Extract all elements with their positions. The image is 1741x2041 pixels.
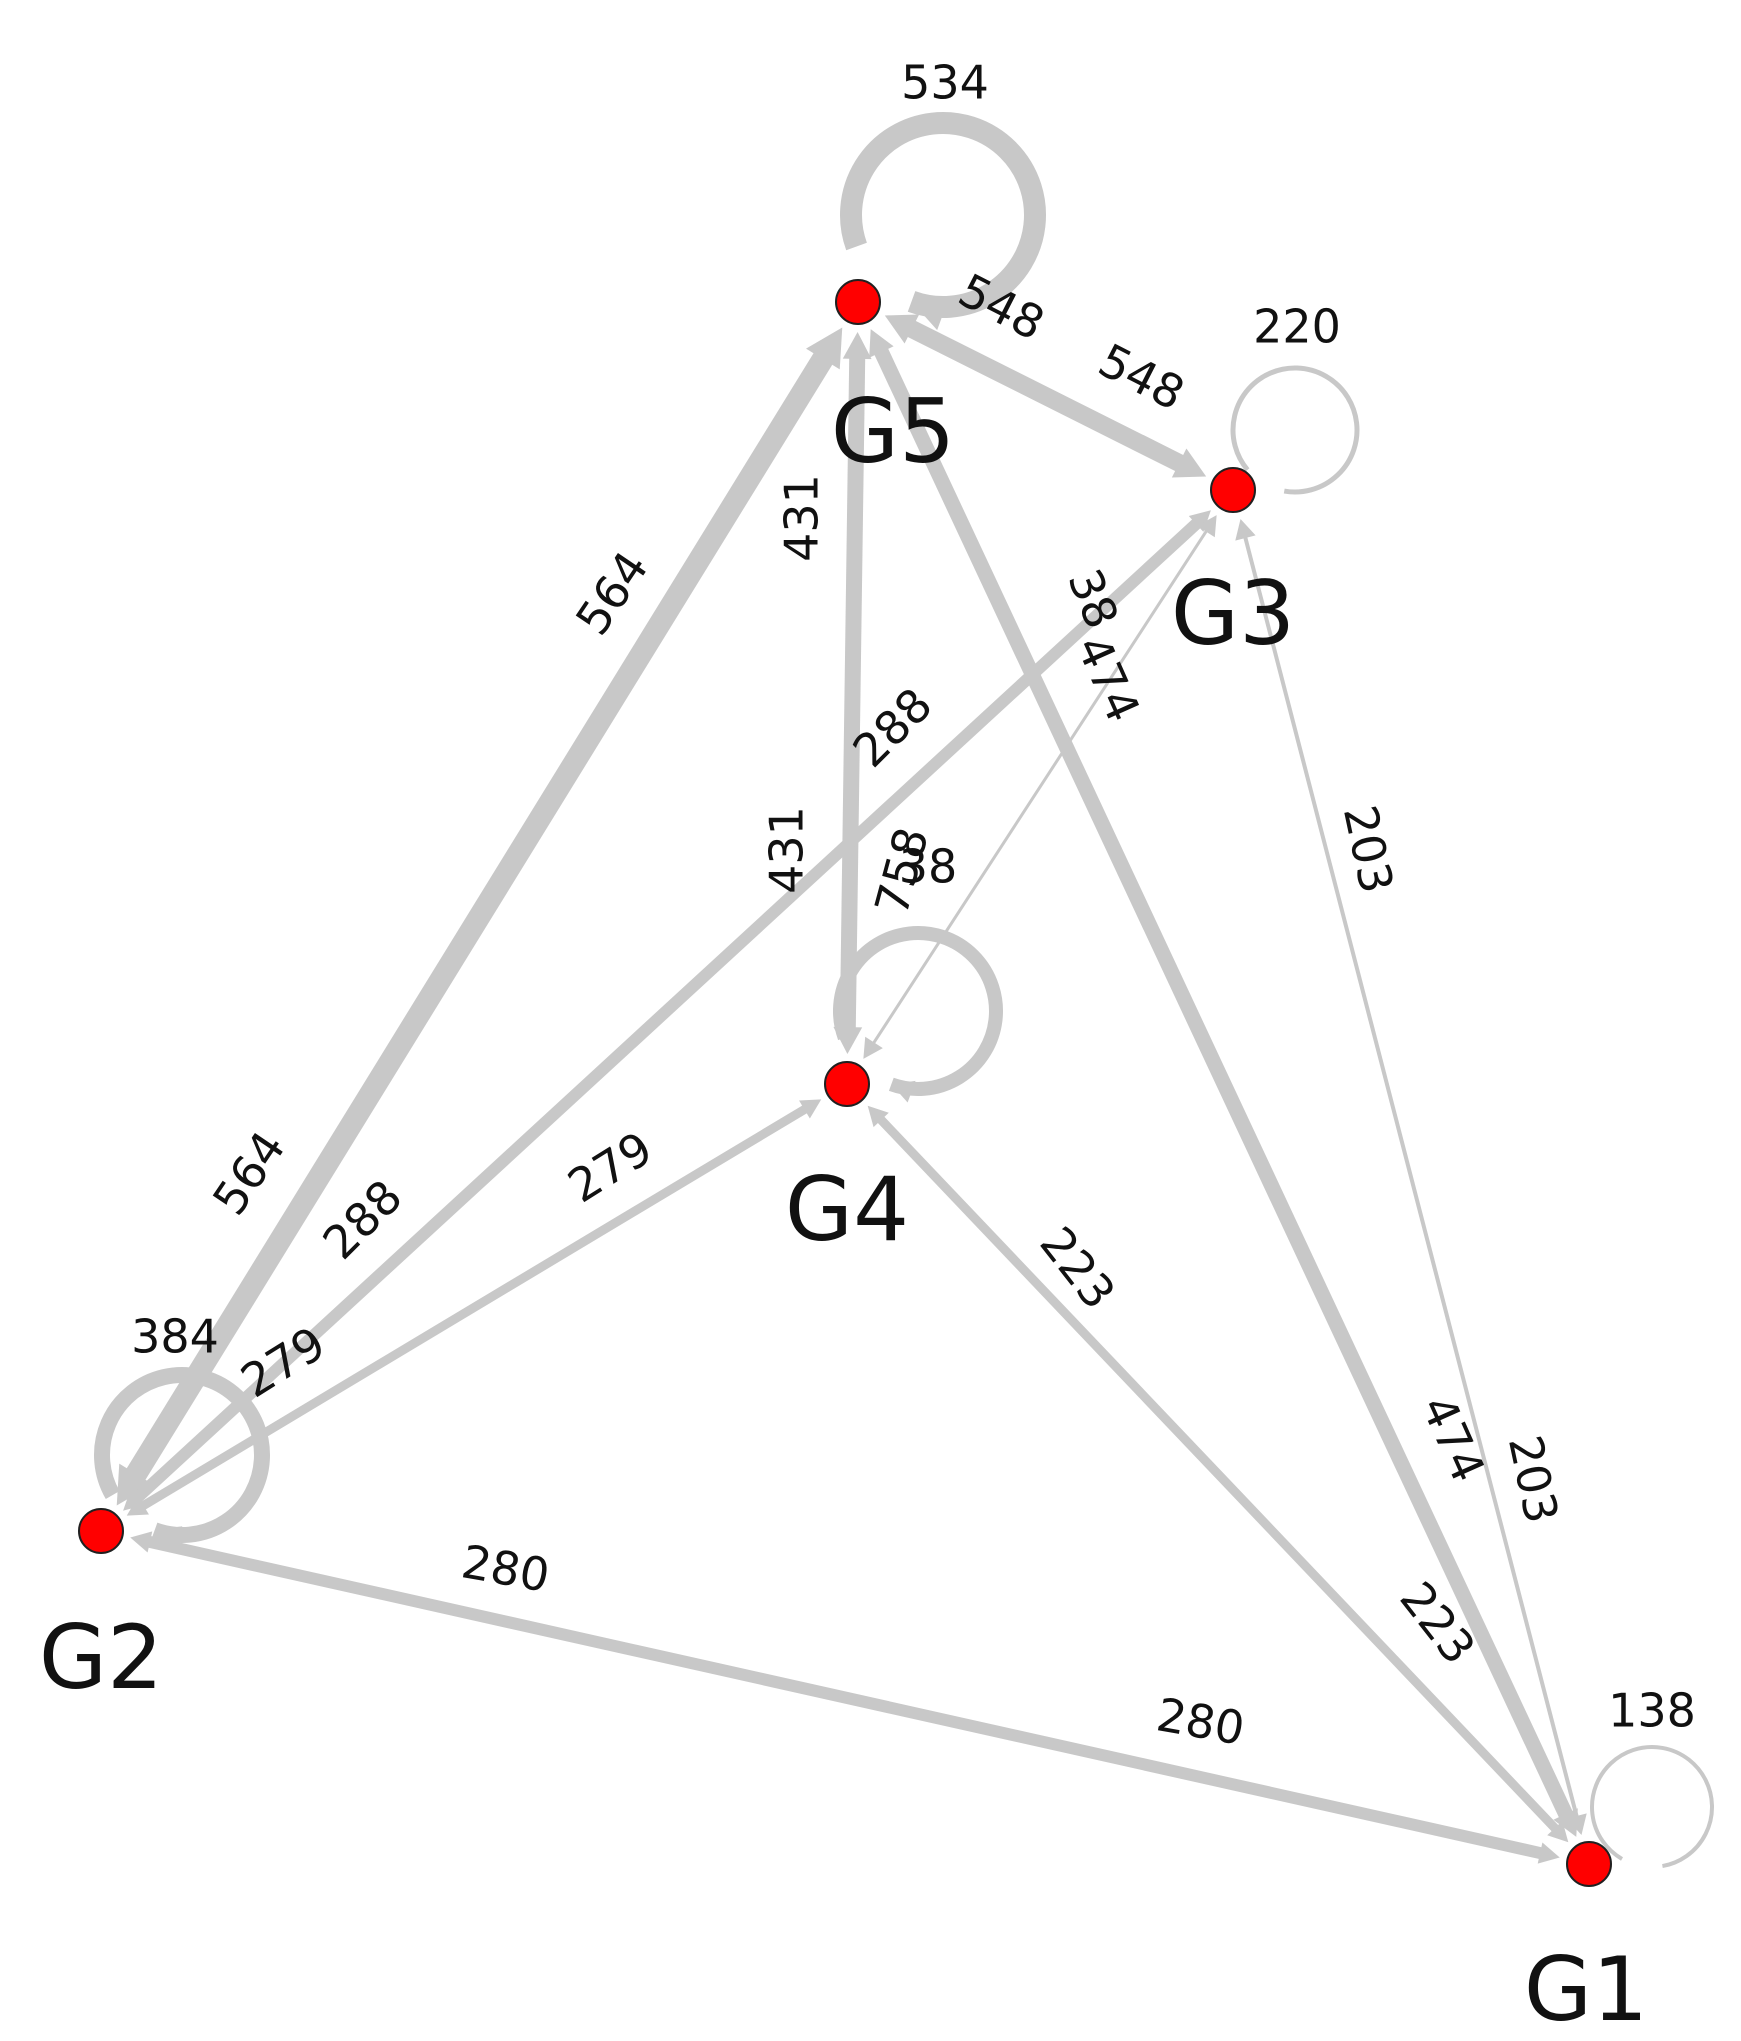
node-g4 — [824, 1061, 870, 1107]
self-loop-label-g5: 534 — [901, 56, 989, 110]
edge-g5-g4 — [839, 351, 866, 1035]
edge-label-g3-g1-1: 203 — [1333, 801, 1404, 898]
edge-label-g5-g3-2: 548 — [1090, 333, 1193, 421]
self-loop-g4 — [833, 926, 1003, 1096]
edge-g3-g1 — [1242, 532, 1580, 1822]
edge-label-g1-g4-2: 223 — [1389, 1572, 1486, 1674]
arrowhead-g4-g5 — [842, 331, 872, 360]
arrowhead-g2-g3 — [1188, 510, 1211, 532]
edge-label-g5-g1-2: 474 — [1411, 1387, 1496, 1489]
self-loops-layer — [94, 112, 1715, 1869]
node-g2 — [78, 1508, 124, 1554]
node-label-g1: G1 — [1524, 1938, 1648, 2041]
edge-label-g5-g3-1: 548 — [950, 263, 1053, 351]
edge-label-g5-g4-2: 431 — [760, 806, 814, 894]
node-label-g2: G2 — [39, 1606, 163, 1709]
self-loop-g2 — [94, 1367, 270, 1543]
edge-g5-g3 — [900, 317, 1191, 475]
self-loop-g1 — [1590, 1745, 1715, 1869]
arrowhead-g1-g4 — [867, 1105, 889, 1128]
edge-g2-g3 — [129, 515, 1205, 1506]
node-g1 — [1566, 1841, 1612, 1887]
arrowhead-g2-g5 — [806, 327, 843, 370]
edge-label-g3-g1-2: 203 — [1498, 1431, 1569, 1528]
edges-layer — [116, 314, 1587, 1864]
node-g3 — [1210, 467, 1256, 513]
self-loop-g5 — [840, 112, 1046, 318]
self-loop-arrowhead-g2 — [154, 1526, 183, 1552]
node-g5 — [835, 279, 881, 325]
arrowhead-g1-g3 — [1235, 519, 1256, 541]
edge-label-g2-g1-2: 280 — [1153, 1687, 1249, 1755]
self-loop-arrowhead-g5 — [911, 295, 950, 331]
node-label-g5: G5 — [831, 380, 955, 483]
arrowhead-g3-g4 — [863, 1036, 883, 1059]
edge-label-g2-g5-2: 564 — [202, 1122, 296, 1225]
self-loop-arrowhead-g4 — [891, 1080, 916, 1103]
edge-label-g5-g1-1: 474 — [1066, 627, 1151, 729]
self-loop-label-g1: 138 — [1608, 1684, 1696, 1738]
edge-label-g5-g4-1: 431 — [775, 474, 829, 562]
edge-g5-g1 — [871, 342, 1576, 1824]
arrowhead-g3-g5 — [884, 314, 920, 344]
edge-g2-g5 — [121, 344, 838, 1489]
arrowhead-g2-g4 — [799, 1099, 822, 1119]
self-loop-label-g3: 220 — [1253, 300, 1341, 354]
arrowhead-g1-g2 — [130, 1531, 153, 1553]
edge-g3-g4 — [869, 526, 1211, 1048]
edge-label-g3-g4-2: 38 — [899, 840, 958, 894]
edge-g1-g4 — [874, 1112, 1562, 1836]
node-label-g3: G3 — [1171, 562, 1295, 665]
arrowhead-g4-g2 — [126, 1496, 149, 1516]
node-label-g4: G4 — [785, 1158, 909, 1261]
arrowhead-g5-g2 — [116, 1463, 153, 1506]
edge-label-g3-g4-1: 38 — [1057, 561, 1129, 636]
self-loop-g3 — [1230, 365, 1360, 495]
edge-g4-g2 — [136, 1102, 812, 1513]
arrowhead-g2-g1 — [1537, 1842, 1560, 1864]
self-loop-label-g4: 758 — [864, 822, 939, 921]
arrowhead-g4-g3 — [1197, 515, 1217, 538]
arrowhead-g5-g1 — [1553, 1808, 1578, 1837]
edge-label-g2-g1-1: 280 — [458, 1534, 554, 1602]
edge-g2-g1 — [143, 1534, 1547, 1861]
arrowhead-g3-g1 — [1566, 1813, 1587, 1835]
arrowhead-g4-g1 — [1547, 1820, 1569, 1843]
self-loop-label-g2: 384 — [131, 1310, 219, 1364]
arrowhead-g1-g5 — [869, 329, 894, 358]
arrowhead-g5-g3 — [1171, 448, 1207, 478]
edge-label-g1-g4-1: 223 — [1029, 1217, 1126, 1319]
